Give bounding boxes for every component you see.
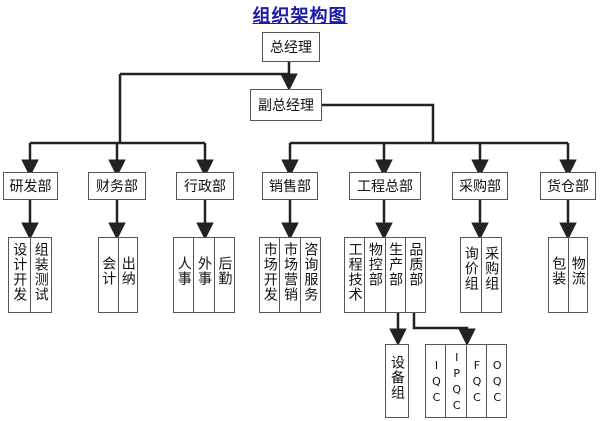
subunit: 市场开发 (261, 242, 278, 302)
subunit: 设备组 (389, 355, 406, 400)
subunit: 物控部 (364, 238, 384, 312)
qc-unit: IPQC (445, 345, 465, 417)
subunit: 组装测试 (29, 238, 52, 312)
admin-subunits: 人事 外事 后勤 (173, 237, 235, 313)
sales-subunits: 市场开发 市场营销 咨询服务 (259, 237, 321, 313)
qc-unit: FQC (465, 345, 486, 417)
subunit: 包装 (550, 256, 567, 286)
subunit: 出纳 (117, 238, 138, 312)
subunit: 外事 (193, 238, 213, 312)
dept-admin: 行政部 (176, 172, 234, 200)
subunit: 询价组 (462, 246, 479, 291)
subunit: 采购组 (480, 238, 502, 312)
subunit: 市场营销 (279, 238, 299, 312)
dept-finance: 财务部 (88, 172, 146, 200)
dept-rd: 研发部 (3, 172, 58, 200)
subunit: 咨询服务 (299, 238, 320, 312)
qc-unit: IQC (429, 359, 443, 407)
rd-subunits: 设计开发 组装测试 (8, 237, 52, 313)
warehouse-subunits: 包装 物流 (548, 237, 588, 313)
subunit: 物流 (567, 238, 588, 312)
subunit: 设计开发 (11, 242, 28, 302)
vice-general-manager-box: 副总经理 (250, 89, 322, 121)
subunit: 会计 (100, 256, 117, 286)
qc-unit: OQC (485, 345, 506, 417)
purchasing-subunits: 询价组 采购组 (460, 237, 502, 313)
dept-engineering: 工程总部 (349, 172, 421, 200)
engineering-subunits: 工程技术 物控部 生产部 品质部 (344, 237, 426, 313)
subunit: 品质部 (404, 238, 425, 312)
dept-purchasing: 采购部 (452, 172, 508, 200)
general-manager-box: 总经理 (262, 32, 320, 62)
finance-subunits: 会计 出纳 (98, 237, 138, 313)
subunit: 后勤 (213, 238, 234, 312)
qc-group-box: IQC IPQC FQC OQC (425, 344, 507, 418)
chart-title: 组织架构图 (252, 6, 348, 27)
subunit: 工程技术 (346, 242, 363, 302)
equipment-group-box: 设备组 (385, 344, 409, 418)
dept-warehouse: 货仓部 (540, 172, 596, 200)
subunit: 生产部 (384, 238, 405, 312)
subunit: 人事 (175, 256, 192, 286)
dept-sales: 销售部 (262, 172, 318, 200)
